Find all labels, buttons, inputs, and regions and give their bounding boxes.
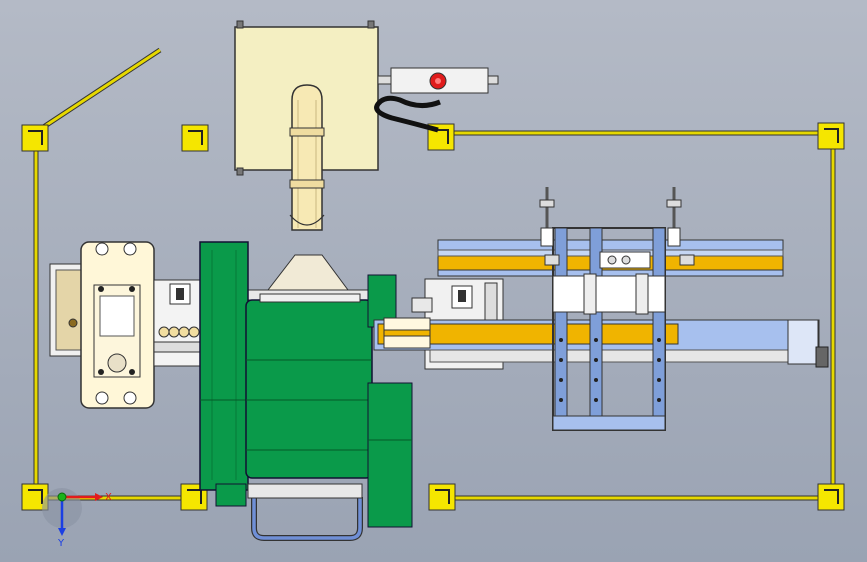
left-loader-unit — [49, 241, 205, 409]
axis-triad-icon: X Y — [42, 488, 112, 549]
corner-post — [817, 122, 845, 150]
axis-x-label: X — [105, 492, 112, 503]
control-box — [374, 67, 499, 133]
main-machine — [199, 241, 413, 528]
corner-post — [428, 483, 456, 511]
handle — [247, 483, 363, 541]
corner-post — [181, 124, 209, 152]
corner-post — [21, 124, 49, 152]
safety-fence — [33, 47, 836, 501]
gantry-frame — [539, 187, 695, 431]
corner-post — [817, 483, 845, 511]
axis-y-label: Y — [57, 538, 65, 549]
